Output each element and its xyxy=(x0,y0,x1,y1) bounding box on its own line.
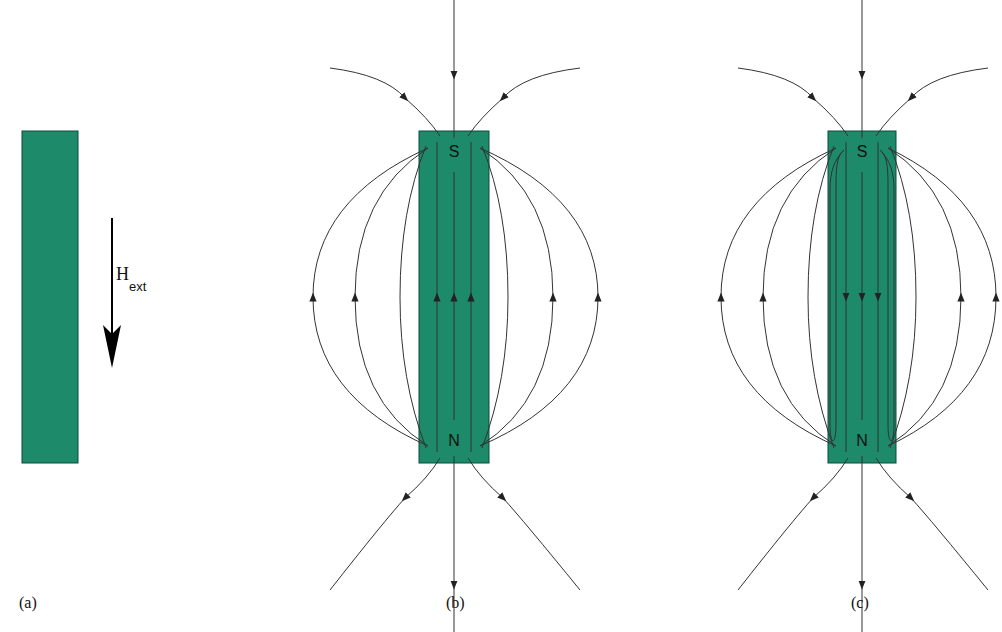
field-line xyxy=(888,148,996,446)
field-lines xyxy=(313,0,580,632)
panel-label: (b) xyxy=(446,594,465,612)
pole-label: N xyxy=(419,432,489,450)
arrow-head xyxy=(103,325,121,368)
internal-field-lines xyxy=(830,142,894,452)
bar-magnet xyxy=(419,131,489,463)
bar-magnet xyxy=(828,131,896,463)
pole-label: S xyxy=(419,143,489,161)
pole-label: N xyxy=(828,432,896,450)
field-lines xyxy=(721,0,988,632)
panel-label: (c) xyxy=(851,594,869,612)
field-arrow xyxy=(111,218,113,338)
field-line xyxy=(480,148,598,446)
pole-label: S xyxy=(828,143,896,161)
internal-field-lines xyxy=(437,142,471,452)
field-symbol: H xyxy=(116,264,129,285)
panel-label: (a) xyxy=(19,594,37,612)
magnet-bar: SN xyxy=(828,131,896,463)
magnet-bar: SN xyxy=(419,131,489,463)
bar-magnet xyxy=(22,131,78,463)
field-subscript: ext xyxy=(129,279,146,294)
